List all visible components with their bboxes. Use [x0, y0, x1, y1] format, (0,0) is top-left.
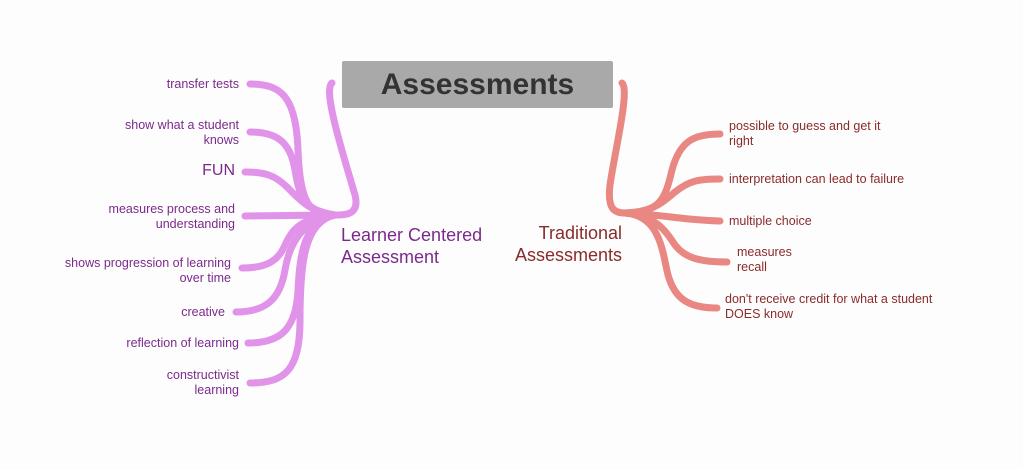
left-leaf[interactable]: FUN [202, 162, 235, 180]
leaf-text: shows progression of learning [64, 256, 231, 270]
leaf-text: possible to guess and get it [729, 119, 881, 133]
connector-central-to-traditional [605, 79, 629, 217]
topic-label-line: Learner Centered [341, 225, 483, 245]
leaf-text: understanding [155, 217, 235, 231]
leaf-text: interpretation can lead to failure [729, 172, 905, 186]
right-leaf[interactable]: interpretation can lead to failure [729, 172, 904, 187]
leaf-text: measures [737, 245, 792, 259]
leaf-text: FUN [202, 162, 235, 179]
left-leaf[interactable]: reflection of learning [126, 336, 239, 351]
leaf-text: constructivist [166, 368, 239, 382]
leaf-text: learning [194, 383, 239, 397]
topic-label-line: Traditional [538, 223, 622, 243]
leaf-text: transfer tests [166, 77, 239, 91]
leaf-text: multiple choice [729, 214, 812, 228]
central-topic-label: Assessments [380, 67, 575, 101]
left-leaf[interactable]: transfer tests [167, 77, 239, 92]
connector-leaf-8 [246, 211, 339, 387]
left-leaf[interactable]: creative [181, 305, 225, 320]
connector-leaf-6 [232, 211, 339, 316]
leaf-text: DOES know [725, 307, 794, 321]
leaf-text: creative [181, 305, 225, 319]
traditional-topic[interactable]: Traditional Assessments [515, 222, 622, 266]
leaf-text: over time [179, 271, 231, 285]
learner-centered-topic[interactable]: Learner Centered Assessment [341, 224, 482, 268]
connector-leaf-3 [241, 168, 339, 219]
central-topic[interactable]: Assessments [342, 61, 613, 108]
connector-right-leaf-5 [621, 209, 721, 312]
topic-label-line: Assessments [514, 245, 622, 265]
connector-right-leaf-1 [621, 130, 724, 217]
right-leaf[interactable]: multiple choice [729, 214, 812, 229]
connector-central-to-learner [326, 79, 360, 219]
leaf-text: recall [737, 260, 767, 274]
connector-right-leaf-2 [621, 175, 724, 217]
topic-label-line: Assessment [341, 247, 440, 267]
leaf-text: reflection of learning [126, 336, 239, 350]
leaf-text: show what a student [125, 118, 239, 132]
leaf-text: don't receive credit for what a student [725, 292, 933, 306]
leaf-text: measures process and [108, 202, 235, 216]
leaf-text: right [729, 134, 754, 148]
leaf-text: knows [203, 133, 239, 147]
